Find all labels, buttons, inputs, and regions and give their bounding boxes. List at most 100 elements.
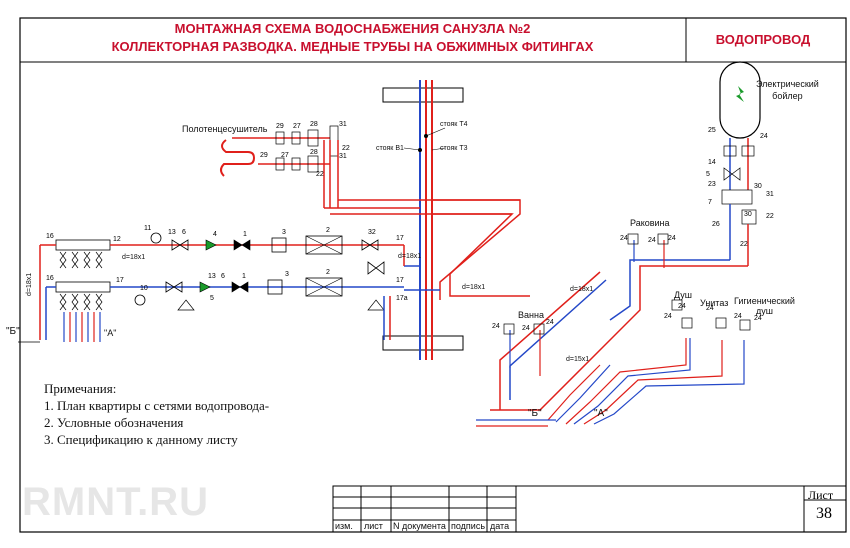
svg-text:17: 17	[116, 277, 124, 284]
svg-text:28: 28	[310, 121, 318, 128]
title-block	[332, 485, 847, 533]
svg-text:29: 29	[276, 123, 284, 130]
svg-text:16: 16	[46, 275, 54, 282]
boiler-label-line1: Электрический	[756, 79, 819, 89]
title-line-1: МОНТАЖНАЯ СХЕМА ВОДОСНАБЖЕНИЯ САНУЗЛА №2	[174, 21, 531, 36]
svg-text:30: 30	[754, 183, 762, 190]
svg-text:3: 3	[285, 271, 289, 278]
svg-text:24: 24	[620, 235, 628, 242]
svg-text:22: 22	[342, 145, 350, 152]
svg-text:1: 1	[242, 273, 246, 280]
svg-text:17: 17	[396, 277, 404, 284]
svg-text:3: 3	[282, 229, 286, 236]
svg-text:31: 31	[339, 153, 347, 160]
svg-text:26: 26	[712, 221, 720, 228]
riser-t3-label: стояк Т3	[440, 145, 468, 152]
notes-item: 3. Спецификацию к данному листу	[44, 432, 238, 447]
svg-text:4: 4	[213, 231, 217, 238]
hygienic-shower-line1: Гигиенический	[734, 296, 795, 306]
toilet-label: Унитаз	[700, 298, 729, 308]
towel-dryer-label: Полотенцесушитель	[182, 124, 268, 134]
section-title: ВОДОПРОВОД	[715, 32, 811, 47]
svg-text:1: 1	[243, 231, 247, 238]
notes-item: 2. Условные обозначения	[44, 415, 184, 430]
pipe-size-label: d=18x1	[122, 254, 146, 261]
title-line-2: КОЛЛЕКТОРНАЯ РАЗВОДКА. МЕДНЫЕ ТРУБЫ НА О…	[111, 39, 594, 54]
boiler-label: Электрический бойлер	[756, 78, 819, 102]
svg-text:24: 24	[668, 235, 676, 242]
svg-text:29: 29	[260, 152, 268, 159]
svg-text:27: 27	[281, 152, 289, 159]
svg-text:24: 24	[664, 313, 672, 320]
stamp-column-sheet: лист	[364, 521, 383, 531]
riser-branches	[404, 199, 530, 300]
svg-text:22: 22	[316, 171, 324, 178]
svg-text:30: 30	[744, 211, 752, 218]
svg-text:28: 28	[310, 149, 318, 156]
svg-text:24: 24	[648, 237, 656, 244]
pipe-size-label: d=18x1	[570, 286, 594, 293]
svg-text:13: 13	[208, 273, 216, 280]
cold-supply-line	[110, 261, 404, 340]
svg-text:24: 24	[492, 323, 500, 330]
svg-text:25: 25	[708, 127, 716, 134]
svg-text:11: 11	[144, 225, 151, 232]
svg-text:17a: 17a	[396, 295, 408, 302]
stamp-column-revision: изм.	[335, 521, 353, 531]
pipe-size-label: d=15x1	[566, 356, 590, 363]
svg-text:23: 23	[708, 181, 716, 188]
notes-item: 1. План квартиры с сетями водопровода-	[44, 398, 270, 413]
connection-b-left: "Б"	[6, 326, 20, 337]
boiler-label-line2: бойлер	[772, 91, 803, 101]
svg-text:12: 12	[113, 236, 121, 243]
svg-text:2: 2	[326, 227, 330, 234]
svg-text:31: 31	[766, 191, 774, 198]
stamp-column-signature: подпись	[451, 521, 486, 531]
svg-text:32: 32	[368, 229, 376, 236]
svg-text:24: 24	[734, 313, 742, 320]
hygienic-shower-line2: душ	[755, 306, 773, 316]
svg-text:24: 24	[678, 303, 686, 310]
stamp-column-date: дата	[490, 521, 510, 531]
svg-text:10: 10	[140, 285, 148, 292]
svg-text:6: 6	[221, 273, 225, 280]
svg-text:22: 22	[766, 213, 774, 220]
svg-text:14: 14	[708, 159, 716, 166]
svg-text:2: 2	[326, 269, 330, 276]
svg-text:5: 5	[210, 295, 214, 302]
stamp-column-document: N документа	[393, 521, 446, 531]
connection-a-left: "А"	[104, 328, 117, 338]
sheet-label: Лист	[808, 488, 834, 502]
hygienic-shower-label: Гигиенический душ	[734, 296, 795, 316]
svg-text:17: 17	[396, 235, 404, 242]
collector-manifolds	[18, 239, 111, 343]
sheet-number: 38	[816, 505, 832, 522]
svg-text:27: 27	[293, 123, 301, 130]
riser-b1-label: стояк В1	[376, 145, 404, 152]
connection-b-bottom: "Б"	[528, 408, 542, 419]
svg-text:24: 24	[546, 319, 554, 326]
sink-label: Раковина	[630, 218, 670, 228]
notes-block: Примечания: 1. План квартиры с сетями во…	[44, 380, 269, 448]
svg-text:24: 24	[522, 325, 530, 332]
pipe-size-label: d=18x1	[462, 284, 486, 291]
svg-text:16: 16	[46, 233, 54, 240]
notes-heading: Примечания:	[44, 381, 117, 396]
svg-text:7: 7	[708, 199, 712, 206]
watermark: RMNT.RU	[22, 480, 209, 524]
svg-text:13: 13	[168, 229, 176, 236]
shower-label: Душ	[674, 290, 693, 300]
drawing-title: МОНТАЖНАЯ СХЕМА ВОДОСНАБЖЕНИЯ САНУЗЛА №2…	[20, 20, 685, 60]
bath-label: Ванна	[518, 310, 544, 320]
pipe-size-label: d=18x1	[26, 272, 33, 296]
svg-text:24: 24	[706, 305, 714, 312]
risers	[382, 80, 464, 360]
svg-text:6: 6	[182, 229, 186, 236]
svg-text:22: 22	[740, 241, 748, 248]
pipe-size-label: d=18x1	[398, 253, 422, 260]
